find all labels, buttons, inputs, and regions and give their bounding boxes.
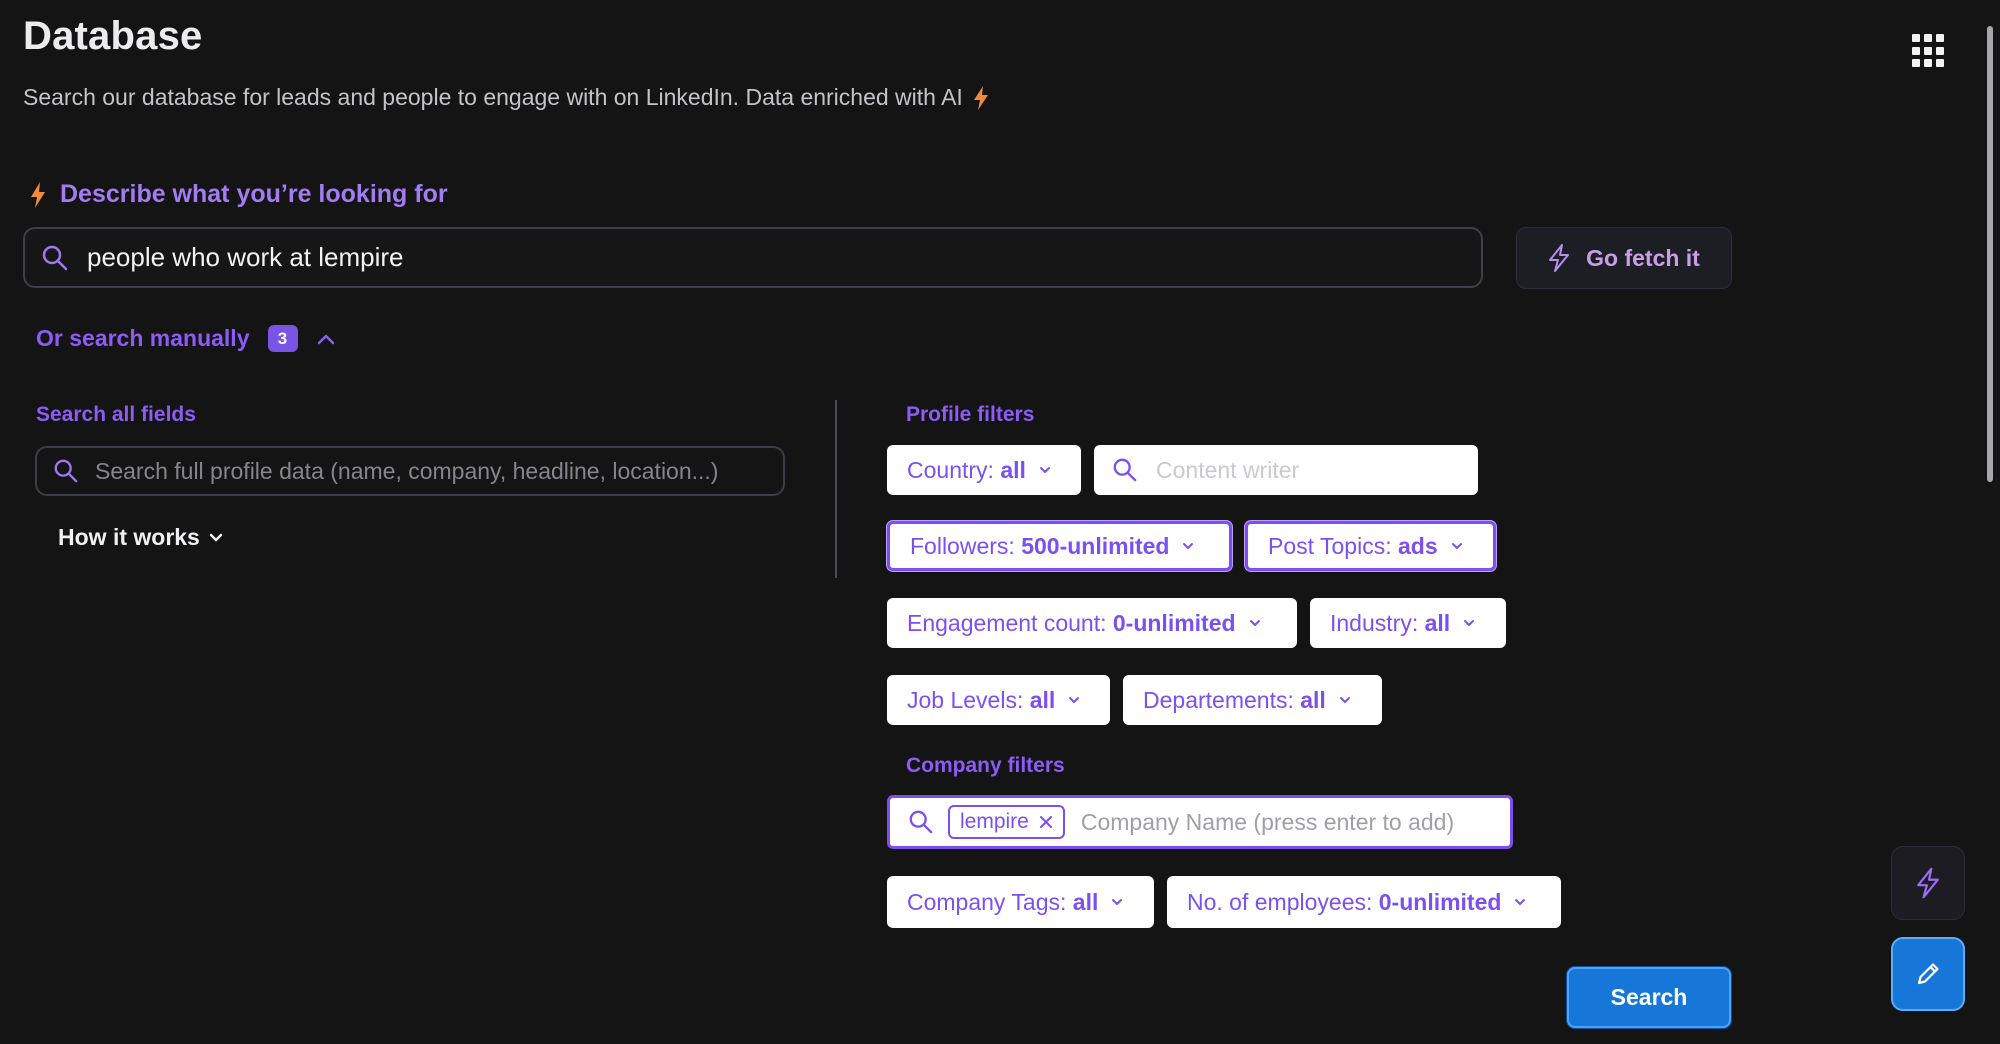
chevron-down-icon bbox=[208, 532, 224, 544]
chevron-down-icon bbox=[1450, 541, 1464, 551]
ai-search-input[interactable]: people who work at lempire bbox=[23, 227, 1483, 288]
lightning-outline-icon bbox=[1548, 244, 1570, 272]
ai-search-heading: Describe what you’re looking for bbox=[30, 180, 448, 209]
chevron-down-icon bbox=[1181, 541, 1195, 551]
lightning-icon bbox=[30, 181, 46, 208]
departments-filter-value: all bbox=[1300, 686, 1326, 713]
followers-filter-key: Followers: bbox=[910, 532, 1015, 559]
industry-filter-key: Industry: bbox=[1330, 609, 1419, 636]
company-tags-filter-key: Company Tags: bbox=[907, 888, 1067, 915]
company-name-input[interactable] bbox=[1078, 807, 1483, 837]
manual-search-label: Or search manually bbox=[36, 325, 250, 351]
search-icon bbox=[1112, 457, 1138, 483]
country-filter-key: Country: bbox=[907, 456, 994, 483]
search-all-fields-label: Search all fields bbox=[36, 403, 196, 426]
employees-filter-value: 0-unlimited bbox=[1378, 888, 1502, 915]
page-title: Database bbox=[23, 14, 203, 58]
page-subtitle: Search our database for leads and people… bbox=[23, 84, 989, 111]
go-fetch-button[interactable]: Go fetch it bbox=[1516, 227, 1732, 289]
page-scrollbar[interactable] bbox=[1987, 26, 1993, 482]
search-icon bbox=[41, 244, 69, 272]
job-levels-filter-value: all bbox=[1029, 686, 1056, 713]
chevron-down-icon bbox=[1110, 897, 1124, 907]
filter-count-badge: 3 bbox=[267, 325, 298, 352]
column-divider bbox=[835, 400, 837, 578]
departments-filter-key: Departements: bbox=[1143, 686, 1294, 713]
job-levels-filter-key: Job Levels: bbox=[907, 686, 1024, 713]
lightning-icon bbox=[973, 85, 989, 110]
how-it-works-toggle[interactable]: How it works bbox=[58, 524, 224, 551]
ai-heading-text: Describe what you’re looking for bbox=[60, 180, 448, 208]
country-filter-value: all bbox=[1000, 456, 1026, 483]
apps-grid-icon[interactable] bbox=[1912, 34, 1946, 68]
profile-keyword-search[interactable] bbox=[1094, 445, 1478, 495]
industry-filter[interactable]: Industry: all bbox=[1310, 598, 1506, 648]
company-tags-filter-value: all bbox=[1072, 888, 1099, 915]
company-tags-filter[interactable]: Company Tags: all bbox=[887, 876, 1154, 928]
engagement-filter-value: 0-unlimited bbox=[1112, 609, 1236, 636]
edit-button[interactable] bbox=[1891, 937, 1965, 1011]
chevron-down-icon bbox=[1248, 618, 1262, 628]
search-button[interactable]: Search bbox=[1567, 967, 1731, 1028]
followers-filter[interactable]: Followers: 500-unlimited bbox=[887, 521, 1232, 571]
search-icon bbox=[53, 458, 79, 484]
engagement-count-filter[interactable]: Engagement count: 0-unlimited bbox=[887, 598, 1297, 648]
how-it-works-label: How it works bbox=[58, 524, 200, 550]
post-topics-filter-key: Post Topics: bbox=[1268, 532, 1392, 559]
chevron-down-icon bbox=[1038, 465, 1052, 475]
employees-filter[interactable]: No. of employees: 0-unlimited bbox=[1167, 876, 1561, 928]
ai-search-query[interactable]: people who work at lempire bbox=[87, 242, 404, 272]
company-tag-label: lempire bbox=[960, 810, 1029, 833]
country-filter[interactable]: Country: all bbox=[887, 445, 1081, 495]
followers-filter-value: 500-unlimited bbox=[1021, 532, 1170, 559]
lightning-outline-icon bbox=[1916, 867, 1940, 899]
company-name-search[interactable]: lempire bbox=[887, 795, 1513, 849]
go-fetch-label: Go fetch it bbox=[1586, 244, 1700, 271]
company-tag: lempire bbox=[948, 805, 1065, 839]
profile-filters-label: Profile filters bbox=[906, 403, 1035, 426]
chevron-up-icon bbox=[316, 332, 336, 346]
post-topics-filter[interactable]: Post Topics: ads bbox=[1245, 521, 1496, 571]
company-filters-label: Company filters bbox=[906, 754, 1065, 777]
manual-search-toggle[interactable]: Or search manually 3 bbox=[36, 325, 336, 352]
job-levels-filter[interactable]: Job Levels: all bbox=[887, 675, 1110, 725]
chevron-down-icon bbox=[1513, 897, 1527, 907]
industry-filter-value: all bbox=[1424, 609, 1451, 636]
search-all-fields-input[interactable] bbox=[93, 456, 767, 486]
pencil-icon bbox=[1913, 959, 1943, 989]
ai-assistant-button[interactable] bbox=[1891, 846, 1965, 920]
chevron-down-icon bbox=[1462, 618, 1476, 628]
employees-filter-key: No. of employees: bbox=[1187, 888, 1373, 915]
search-all-fields[interactable] bbox=[35, 446, 785, 496]
profile-keyword-input[interactable] bbox=[1154, 455, 1468, 485]
close-icon[interactable] bbox=[1039, 815, 1053, 829]
chevron-down-icon bbox=[1338, 695, 1352, 705]
engagement-filter-key: Engagement count: bbox=[907, 609, 1107, 636]
subtitle-text: Search our database for leads and people… bbox=[23, 84, 963, 110]
post-topics-filter-value: ads bbox=[1397, 532, 1438, 559]
departments-filter[interactable]: Departements: all bbox=[1123, 675, 1382, 725]
search-icon bbox=[908, 809, 934, 835]
chevron-down-icon bbox=[1067, 695, 1081, 705]
